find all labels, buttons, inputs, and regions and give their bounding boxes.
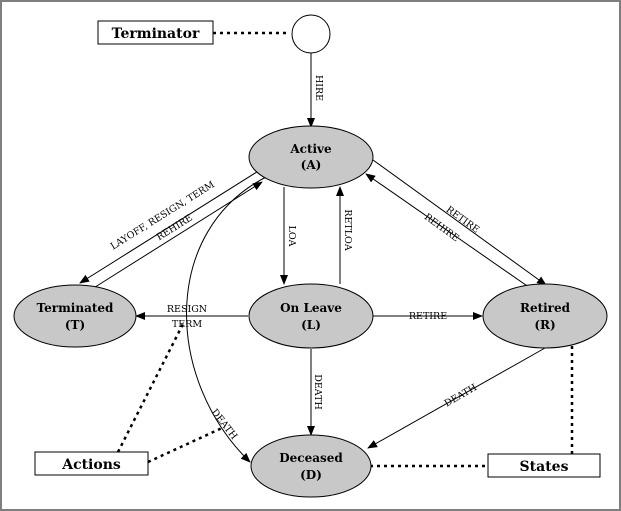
state-on-leave-code: (L) xyxy=(301,318,321,332)
legend-states: States xyxy=(487,453,601,478)
state-retired-code: (R) xyxy=(534,318,555,332)
state-retired-name: Retired xyxy=(520,301,571,315)
edges xyxy=(79,53,547,463)
legend-connectors xyxy=(116,31,574,468)
label-resign: RESIGN xyxy=(167,304,207,315)
state-deceased-name: Deceased xyxy=(279,451,343,465)
state-deceased-code: (D) xyxy=(300,468,322,482)
legend-actions: Actions xyxy=(34,451,149,476)
state-terminated-name: Terminated xyxy=(37,301,114,315)
label-retloa: RETLOA xyxy=(342,209,353,251)
legend-terminator-label: Terminator xyxy=(112,26,200,42)
actions-connector-death xyxy=(147,426,223,464)
edge-death-r xyxy=(367,347,546,449)
state-active-name: Active xyxy=(289,142,332,156)
edge-rehire-r xyxy=(365,173,534,291)
edge-retire-ar xyxy=(372,159,547,286)
edge-death-a xyxy=(186,175,269,463)
start-node xyxy=(291,14,331,54)
state-deceased: Deceased (D) xyxy=(250,434,372,498)
state-active: Active (A) xyxy=(248,125,374,189)
state-active-code: (A) xyxy=(301,158,322,172)
label-death-a: DEATH xyxy=(209,407,240,442)
label-retire-lr: RETIRE xyxy=(409,311,447,322)
label-loa: LOA xyxy=(286,226,297,247)
label-death-l: DEATH xyxy=(312,374,323,410)
legend-actions-label: Actions xyxy=(61,457,121,473)
state-terminated-code: (T) xyxy=(65,318,85,332)
state-on-leave: On Leave (L) xyxy=(248,283,374,349)
state-on-leave-name: On Leave xyxy=(280,301,342,315)
label-hire: HIRE xyxy=(313,75,324,101)
label-death-r: DEATH xyxy=(443,382,479,409)
actions-connector-resign xyxy=(116,321,186,453)
state-terminated: Terminated (T) xyxy=(13,284,137,348)
label-term: TERM xyxy=(172,319,202,330)
state-retired: Retired (R) xyxy=(482,283,608,349)
edge-rehire-t xyxy=(91,181,263,290)
edge-layoff xyxy=(79,169,261,284)
legend-terminator: Terminator xyxy=(97,20,214,45)
legend-states-label: States xyxy=(520,459,569,475)
